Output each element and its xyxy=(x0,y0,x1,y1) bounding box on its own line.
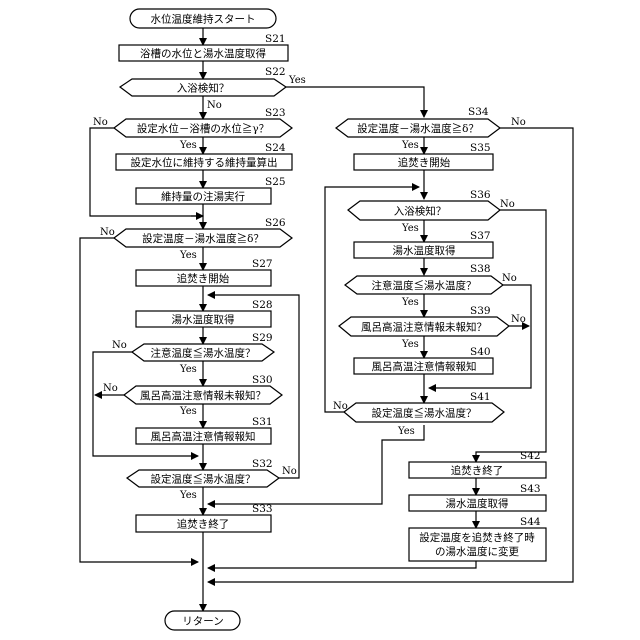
decision-s36: S36 入浴検知？ No Yes xyxy=(348,189,515,234)
step-text-s35: 追焚き開始 xyxy=(398,156,451,169)
decision-s23: S23 設定水位－浴槽の水位≧γ？ No Yes xyxy=(93,107,292,151)
step-text-s43: 湯水温度取得 xyxy=(446,497,509,510)
yes-label-s34: Yes xyxy=(401,140,419,151)
step-s42: S42 追焚き終了 xyxy=(409,450,546,478)
yes-label-s41: Yes xyxy=(397,426,415,437)
step-text-s30: 風呂高温注意情報未報知？ xyxy=(140,389,266,402)
decision-s26: S26 設定温度－湯水温度≧δ？ No Yes xyxy=(100,217,292,261)
yes-label-s30: Yes xyxy=(179,406,197,417)
decision-s39: S39 風呂高温注意情報未報知？ No Yes xyxy=(339,305,526,350)
no-label-s29: No xyxy=(112,340,127,351)
step-id-s38: S38 xyxy=(470,263,491,275)
yes-label-s26: Yes xyxy=(179,250,197,261)
step-text-s29: 注意温度≦湯水温度？ xyxy=(151,347,256,360)
step-s33: S33 追焚き終了 xyxy=(136,503,273,532)
no-label-s32: No xyxy=(282,466,297,477)
step-id-s22: S22 xyxy=(265,66,286,78)
step-text-s42: 追焚き終了 xyxy=(451,464,504,477)
step-id-s21: S21 xyxy=(265,33,286,45)
step-text-s44-line1: 設定温度を追焚き終了時 xyxy=(419,531,535,544)
step-s25: S25 維持量の注湯実行 xyxy=(136,176,286,204)
step-text-s38: 注意温度≦湯水温度？ xyxy=(372,279,477,292)
step-id-s42: S42 xyxy=(520,450,541,462)
yes-label-s36: Yes xyxy=(401,223,419,234)
decision-s30: S30 風呂高温注意情報未報知？ No Yes xyxy=(103,374,282,417)
step-id-s28: S28 xyxy=(252,299,273,311)
step-text-s39: 風呂高温注意情報未報知？ xyxy=(361,321,487,334)
decision-s32: S32 設定温度≦湯水温度？ No Yes xyxy=(127,458,297,501)
step-text-s36: 入浴検知？ xyxy=(394,205,447,218)
no-label-s41: No xyxy=(333,401,348,412)
yes-label-s39: Yes xyxy=(401,339,419,350)
step-id-s27: S27 xyxy=(252,258,273,270)
step-text-s31: 風呂高温注意情報報知 xyxy=(151,430,256,443)
step-text-s22: 入浴検知？ xyxy=(177,82,230,95)
end-label: リターン xyxy=(182,616,223,628)
step-text-s24: 設定水位に維持する維持量算出 xyxy=(131,156,278,169)
yes-label-s23: Yes xyxy=(179,140,197,151)
no-label-s39: No xyxy=(511,314,526,325)
no-label-s38: No xyxy=(502,273,517,284)
step-id-s23: S23 xyxy=(265,107,286,119)
step-id-s44: S44 xyxy=(520,516,541,528)
step-id-s26: S26 xyxy=(265,217,286,229)
step-id-s29: S29 xyxy=(252,332,273,344)
no-label-s36: No xyxy=(500,199,515,210)
step-text-s33: 追焚き終了 xyxy=(177,518,230,531)
step-text-s37: 湯水温度取得 xyxy=(393,244,456,257)
step-id-s34: S34 xyxy=(468,106,489,118)
yes-label-s29: Yes xyxy=(179,364,197,375)
yes-label-s32: Yes xyxy=(179,490,197,501)
step-text-s44-line2: の湯水温度に変更 xyxy=(435,545,519,558)
yes-label-s22: Yes xyxy=(288,75,306,86)
start-terminal: 水位温度維持スタート xyxy=(130,9,276,28)
decision-s38: S38 注意温度≦湯水温度？ No Yes xyxy=(345,263,517,308)
step-id-s37: S37 xyxy=(470,230,491,242)
step-id-s41: S41 xyxy=(470,391,491,403)
decision-s34: S34 設定温度－湯水温度≧δ？ No Yes xyxy=(336,106,526,151)
step-id-s24: S24 xyxy=(265,142,286,154)
step-text-s25: 維持量の注湯実行 xyxy=(161,190,245,203)
yes-label-s38: Yes xyxy=(401,297,419,308)
step-id-s33: S33 xyxy=(252,503,273,515)
step-id-s25: S25 xyxy=(265,176,286,188)
step-id-s30: S30 xyxy=(252,374,273,386)
no-label-s34: No xyxy=(511,117,526,128)
end-terminal: リターン xyxy=(165,611,240,630)
step-id-s32: S32 xyxy=(252,458,273,470)
step-id-s39: S39 xyxy=(470,305,491,317)
step-s27: S27 追焚き開始 xyxy=(136,258,273,286)
no-label-s23: No xyxy=(93,117,108,128)
step-text-s21: 浴槽の水位と湯水温度取得 xyxy=(140,47,266,60)
step-s31: S31 風呂高温注意情報報知 xyxy=(136,416,273,444)
step-text-s34: 設定温度－湯水温度≧δ？ xyxy=(357,122,479,135)
step-text-s23: 設定水位－浴槽の水位≧γ？ xyxy=(137,122,269,135)
step-s43: S43 湯水温度取得 xyxy=(409,483,546,511)
step-id-s43: S43 xyxy=(520,483,541,495)
step-id-s36: S36 xyxy=(470,189,491,201)
no-label-s30: No xyxy=(103,383,118,394)
decision-s29: S29 注意温度≦湯水温度？ No Yes xyxy=(112,332,274,375)
step-s28: S28 湯水温度取得 xyxy=(136,299,273,327)
step-s24: S24 設定水位に維持する維持量算出 xyxy=(116,142,292,170)
step-text-s28: 湯水温度取得 xyxy=(172,313,235,326)
step-text-s32: 設定温度≦湯水温度？ xyxy=(151,473,256,486)
step-id-s35: S35 xyxy=(470,142,491,154)
decision-s22: S22 入浴検知？ Yes No xyxy=(120,66,306,111)
no-label-s26: No xyxy=(100,227,115,238)
step-text-s27: 追焚き開始 xyxy=(177,272,230,285)
step-id-s40: S40 xyxy=(470,346,491,358)
decision-s41: S41 設定温度≦湯水温度？ No Yes xyxy=(333,391,504,437)
step-text-s41: 設定温度≦湯水温度？ xyxy=(372,407,477,420)
step-text-s26: 設定温度－湯水温度≧δ？ xyxy=(142,232,264,245)
start-label: 水位温度維持スタート xyxy=(151,13,256,26)
step-id-s31: S31 xyxy=(252,416,273,428)
step-text-s40: 風呂高温注意情報報知 xyxy=(372,360,477,373)
no-label-s22: No xyxy=(207,100,222,111)
step-s44: S44 設定温度を追焚き終了時 の湯水温度に変更 xyxy=(409,516,546,561)
